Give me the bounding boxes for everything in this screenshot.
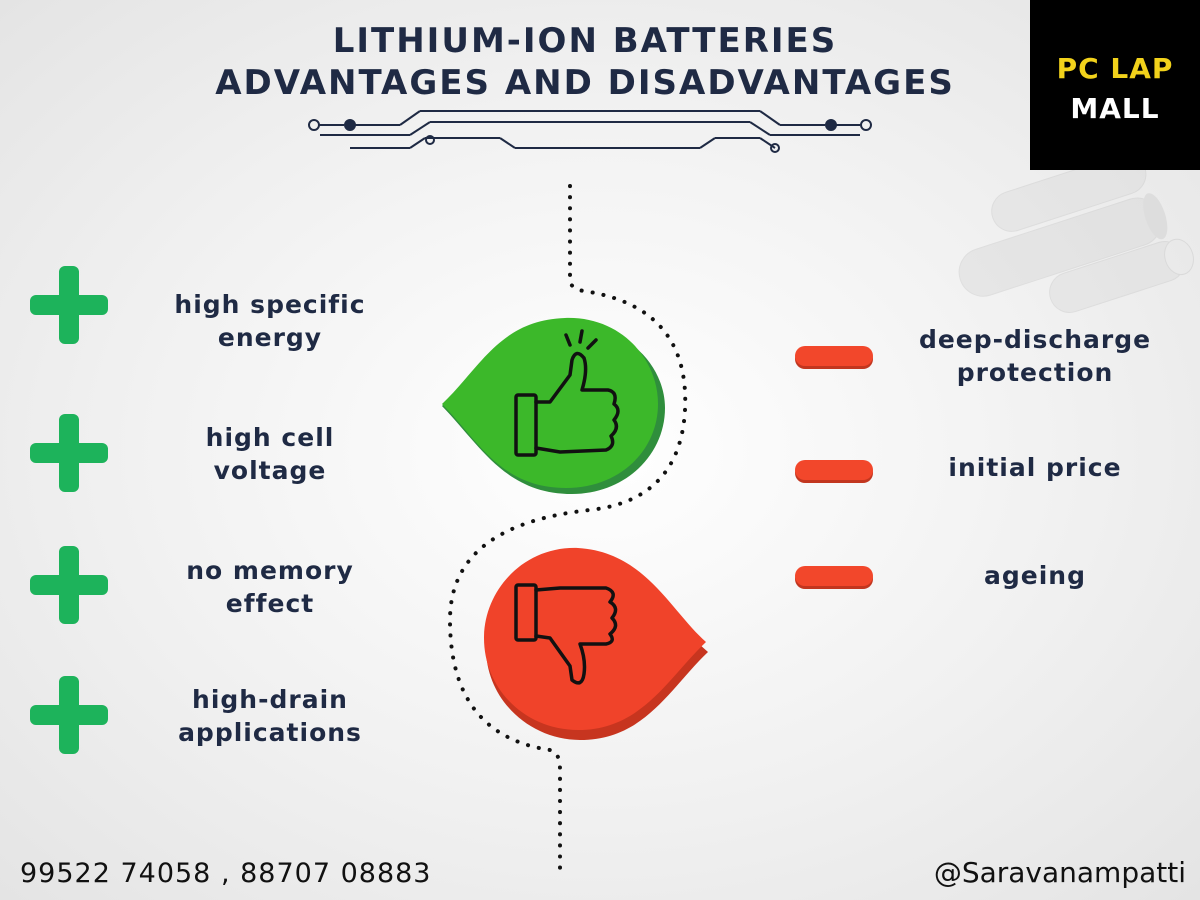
advantage-line-2: voltage <box>213 456 327 485</box>
minus-icon <box>795 460 873 480</box>
page-title: LITHIUM-ION BATTERIES ADVANTAGES AND DIS… <box>130 20 1040 104</box>
minus-icon <box>795 346 873 366</box>
thumbs-up-icon <box>514 329 620 457</box>
plus-icon <box>30 414 108 492</box>
brand-logo: PC LAP MALL <box>1030 0 1200 170</box>
disadvantage-item: deep-discharge protection <box>880 323 1190 389</box>
thumbs-down-icon <box>514 583 618 685</box>
advantage-item: high specific energy <box>130 288 410 354</box>
disadvantage-item: initial price <box>880 451 1190 484</box>
dotted-divider <box>447 184 688 872</box>
circuit-decoration <box>308 110 872 153</box>
logo-line-2: MALL <box>1070 92 1160 125</box>
thumbs-down-drop <box>484 547 708 740</box>
battery-image <box>958 170 1194 313</box>
plus-icon <box>30 266 108 344</box>
advantage-item: no memory effect <box>130 554 410 620</box>
minus-icon <box>795 566 873 586</box>
center-graphic <box>442 184 708 872</box>
plus-icon <box>30 546 108 624</box>
advantage-line-2: effect <box>225 589 315 618</box>
advantage-line-1: high-drain <box>192 685 348 714</box>
advantage-line-1: no memory <box>186 556 354 585</box>
advantage-line-2: applications <box>178 718 362 747</box>
contact-phones: 99522 74058 , 88707 08883 <box>20 858 432 889</box>
disadvantage-item: ageing <box>880 559 1190 592</box>
disadvantage-line-1: deep-discharge <box>918 325 1152 354</box>
advantage-line-2: energy <box>217 323 323 352</box>
advantage-item: high-drain applications <box>130 683 410 749</box>
advantage-line-1: high specific <box>174 290 366 319</box>
disadvantage-line-2: protection <box>956 358 1114 387</box>
title-line-2: ADVANTAGES AND DISADVANTAGES <box>215 63 955 103</box>
title-line-1: LITHIUM-ION BATTERIES <box>332 21 838 61</box>
social-handle: @Saravanampatti <box>933 856 1186 889</box>
thumbs-up-drop <box>442 317 665 494</box>
disadvantage-line-1: ageing <box>984 561 1086 590</box>
plus-icon <box>30 676 108 754</box>
logo-line-1: PC LAP <box>1056 52 1174 85</box>
advantage-line-1: high cell <box>205 423 335 452</box>
advantage-item: high cell voltage <box>130 421 410 487</box>
disadvantage-line-1: initial price <box>948 453 1122 482</box>
